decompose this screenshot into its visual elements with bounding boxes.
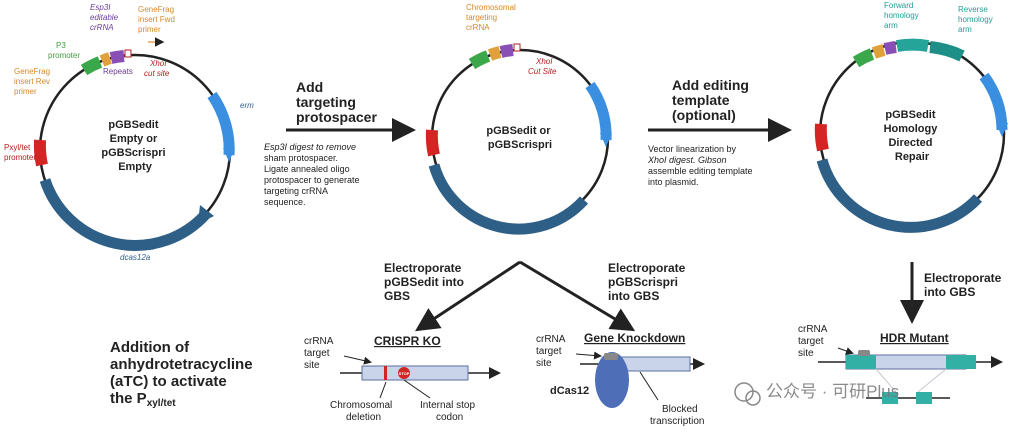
ko-codon-label: Internal stop codon xyxy=(420,400,478,423)
p3-promoter-label: P3 promoter xyxy=(48,41,80,60)
hdr-right-arm-top xyxy=(946,355,976,369)
crrna-orange-block xyxy=(99,52,112,67)
p3-promoter-block xyxy=(80,56,103,76)
atc-instruction: Addition of anhydrotetracycline (aTC) to… xyxy=(110,339,257,409)
ko-crrna-pointer xyxy=(343,355,372,365)
p3-promoter-block-2 xyxy=(468,50,491,70)
hdr-recomb-left xyxy=(875,368,897,393)
ko-deletion-mark xyxy=(384,366,387,380)
gene-knockdown-panel: Gene Knockdown xyxy=(575,331,705,408)
wechat-icon xyxy=(734,382,754,402)
step1-description: Esp3I digest to remove sham protospacer.… xyxy=(264,142,362,207)
hdr-left-arm-bottom xyxy=(882,392,898,404)
cas-gene-3 xyxy=(816,158,983,233)
dcas12-protein xyxy=(595,352,629,408)
knockdown-crrna-marker xyxy=(604,353,618,360)
erm-label: erm xyxy=(240,101,254,110)
repeats-label: Repeats xyxy=(103,67,133,76)
electroporate-pgbsedit: Electroporate pGBSedit into GBS xyxy=(384,261,467,303)
chromosomal-crrna-label: Chromosomal targeting crRNA xyxy=(466,3,518,32)
esp3i-label: Esp3I editable crRNA xyxy=(90,3,120,32)
hdr-crrna-pointer xyxy=(837,347,854,355)
crrna-block-3 xyxy=(871,44,886,59)
xhoi-label-2: XhoI Cut Site xyxy=(528,57,557,76)
forward-homology-arm xyxy=(895,38,930,52)
plasmid-3 xyxy=(814,38,1008,233)
step2-heading: Add editing template (optional) xyxy=(672,77,753,123)
electroporate-pgbscrispri: Electroporate pGBScrispri into GBS xyxy=(608,261,689,303)
blocked-label: Blocked transcription xyxy=(650,404,704,427)
watermark: 公众号 · 可研Plus xyxy=(734,382,899,406)
branch-arrow-ko xyxy=(414,260,521,332)
cas12a-arrowhead xyxy=(198,205,214,224)
electroporate-hdr: Electroporate into GBS xyxy=(924,271,1005,299)
pxyl-promoter-block xyxy=(33,139,48,167)
pxyl-promoter-block-2 xyxy=(425,129,440,157)
erm-gene xyxy=(207,91,235,156)
ko-gene-box xyxy=(361,365,469,381)
stop-codon-text: STOP xyxy=(399,371,410,376)
ko-deletion-label: Chromosomal deletion xyxy=(330,400,395,423)
ko-deletion-pointer xyxy=(379,381,387,399)
erm-arrowhead xyxy=(223,148,235,162)
pxyl-promoter-label: Pxyl/tet promoter xyxy=(4,143,36,162)
xhoi-site-marker-2 xyxy=(513,43,521,52)
reverse-homology-arm xyxy=(929,41,965,62)
branch-arrow-knockdown xyxy=(519,260,636,332)
step2-description: Vector linearization by XhoI digest. Gib… xyxy=(647,144,755,187)
crispr-ko-panel: CRISPR KO STOP xyxy=(340,334,501,399)
crispr-ko-title: CRISPR KO xyxy=(374,334,441,348)
repeats-block-2 xyxy=(499,44,514,58)
plasmid-2-title: pGBSedit or pGBScrispri xyxy=(486,125,553,151)
erm-arrowhead-2 xyxy=(600,133,612,147)
hdr-right-arm-bottom xyxy=(916,392,932,404)
ko-codon-pointer xyxy=(403,379,431,399)
hdr-crrna-label: crRNA target site xyxy=(798,324,830,359)
knockdown-title: Gene Knockdown xyxy=(584,331,685,345)
ko-crrna-label: crRNA target site xyxy=(304,336,336,371)
hdr-title: HDR Mutant xyxy=(880,331,949,345)
plasmid-1-title: pGBSedit Empty or pGBScrispri Empty xyxy=(101,119,168,173)
crrna-block-2 xyxy=(487,46,502,61)
knockdown-crrna-label: crRNA target site xyxy=(536,334,568,369)
plasmid-3-title: pGBSedit Homology Directed Repair xyxy=(884,109,941,163)
hdr-left-arm-top xyxy=(846,355,876,369)
hdr-recomb-right xyxy=(917,368,947,393)
hdr-crrna-marker xyxy=(858,350,870,356)
dcas12-label: dCas12 xyxy=(550,385,589,397)
forward-homology-label: Forward homology arm xyxy=(884,1,921,30)
xhoi-label: XhoI cut site xyxy=(144,59,170,78)
wechat-icon-inner xyxy=(745,390,761,406)
step1-heading: Add targeting protospacer xyxy=(296,79,377,125)
watermark-text: 公众号 · 可研Plus xyxy=(766,382,899,401)
plasmid-1 xyxy=(33,49,235,251)
genefrag-fwd-label: GeneFrag insert Fwd primer xyxy=(138,5,177,34)
repeats-block xyxy=(109,50,125,64)
erm-gene-2 xyxy=(585,81,612,141)
pxyl-promoter-block-3 xyxy=(814,123,829,152)
erm-gene-3 xyxy=(979,72,1008,131)
plasmid-2 xyxy=(425,43,612,235)
reverse-homology-label: Reverse homology arm xyxy=(958,5,995,34)
hdr-mutant-panel: HDR Mutant xyxy=(818,331,1003,404)
blocked-pointer xyxy=(639,371,659,401)
repeats-block-3 xyxy=(883,41,897,55)
cas12a-label: cas12a or dcas12a xyxy=(120,243,157,262)
cas12a-gene xyxy=(39,178,210,251)
erm-arrowhead-3 xyxy=(996,123,1008,137)
cas-gene-2 xyxy=(428,163,589,235)
genefrag-rev-label: GeneFrag insert Rev primer xyxy=(14,67,52,96)
xhoi-site-marker xyxy=(124,49,132,58)
p3-promoter-block-3 xyxy=(852,48,875,68)
knockdown-crrna-pointer xyxy=(575,351,602,360)
stop-codon-icon xyxy=(398,367,410,379)
